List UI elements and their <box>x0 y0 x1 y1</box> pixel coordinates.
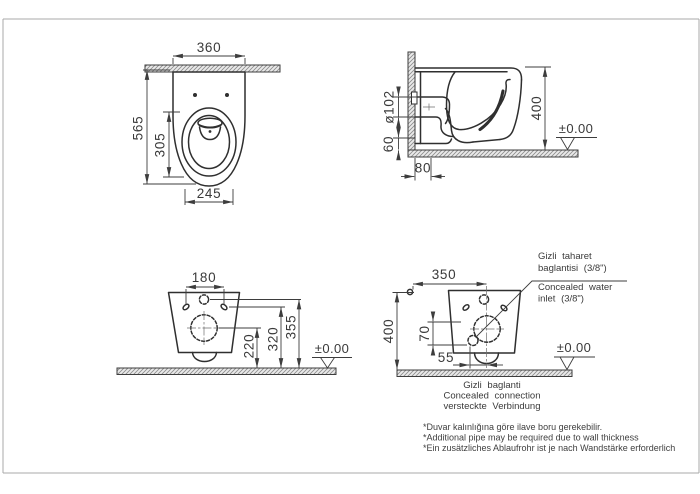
level-label-rear-left: ±0.00 <box>315 341 349 356</box>
level-label-rear-right: ±0.00 <box>557 340 591 355</box>
front-view: 360 565 305 245 <box>131 40 281 205</box>
rear-view-left: 180 220 320 355 ±0.00 <box>116 270 352 375</box>
fixing-hole-right-2 <box>500 304 508 312</box>
mounting-hole-left <box>193 93 197 97</box>
dim-inlet-offset-v: 70 <box>417 311 467 356</box>
dim-rear-height: 400 <box>381 292 414 370</box>
footnote-english: *Additional pipe may be required due to … <box>423 433 639 443</box>
dim-rear-width: 350 <box>412 267 487 290</box>
dim-side-height: 400 <box>525 66 551 150</box>
dim-drain-floor-offset: 60 <box>381 127 415 161</box>
level-label-side: ±0.00 <box>559 121 593 136</box>
drain-centerlines <box>187 311 221 345</box>
dim-label-80: 80 <box>415 161 431 176</box>
side-view: ø102 400 60 80 ±0.00 <box>381 51 597 181</box>
dim-front-height: 565 <box>131 69 196 185</box>
inlet-label-tr-line2: baglantisi (3/8") <box>538 263 607 274</box>
side-body-section <box>411 67 523 145</box>
inlet-label-tr-line1: Gizli taharet <box>538 251 592 262</box>
wall-bar <box>144 64 281 73</box>
connection-label-tr: Gizli baglanti <box>463 380 520 391</box>
dim-label-565: 565 <box>131 116 146 141</box>
dim-inlet-height: 355 <box>284 299 302 368</box>
rear-body-outline-2 <box>447 289 522 354</box>
floor-bar-rear-left <box>116 367 337 375</box>
dim-label-o102: ø102 <box>382 90 397 124</box>
dim-front-bottom: 245 <box>184 186 234 205</box>
fixing-hole-left <box>182 303 190 311</box>
trap-bump <box>191 351 218 363</box>
level-mark-rear-right: ±0.00 <box>554 340 595 371</box>
reference-point-circle <box>406 288 414 296</box>
footnote-turkish: *Duvar kalınlığına göre ilave boru gerek… <box>423 422 602 432</box>
dim-drain-diameter: ø102 <box>382 86 421 128</box>
dim-front-width: 360 <box>172 40 246 64</box>
footnotes: *Duvar kalınlığına göre ilave boru gerek… <box>423 422 675 453</box>
dim-label-220: 220 <box>242 334 257 359</box>
dim-inlet-offset-h: 55 <box>438 346 503 369</box>
fixing-bracket <box>411 91 418 105</box>
fixing-hole-left-2 <box>462 304 470 311</box>
rear-view-right: 350 400 70 55 ±0.00 <box>381 251 627 412</box>
front-body-outline <box>172 71 246 187</box>
level-mark-side: ±0.00 <box>556 121 597 151</box>
dim-front-bowl: 305 <box>153 111 184 178</box>
rim-inner-ellipse <box>187 114 231 170</box>
dim-label-320: 320 <box>266 327 281 352</box>
dim-label-400-side: 400 <box>529 96 544 121</box>
mounting-hole-right <box>225 93 229 97</box>
flush-spreader <box>197 117 223 141</box>
pipe-centerline <box>423 103 435 111</box>
dim-label-360: 360 <box>197 40 222 55</box>
water-inlet-circle <box>198 294 210 305</box>
dim-label-305: 305 <box>153 133 168 158</box>
dim-label-350: 350 <box>432 267 457 282</box>
inlet-label-en-line1: Concealed water <box>538 282 612 293</box>
dim-label-245: 245 <box>197 186 222 201</box>
connection-labels: Gizli baglanti Concealed connection vers… <box>443 380 540 412</box>
fixing-hole-right <box>220 303 228 311</box>
connection-label-de: versteckte Verbindung <box>443 401 540 412</box>
water-inlet-circle-2 <box>478 294 490 305</box>
floor-bar-rear-right <box>396 369 573 377</box>
connection-label-en: Concealed connection <box>443 391 540 402</box>
rear-left-extension-lines <box>210 299 301 329</box>
dim-label-355: 355 <box>284 315 299 340</box>
floor-bar-side <box>407 149 579 158</box>
level-mark-rear-left: ±0.00 <box>312 341 352 369</box>
bowl-inner-wall <box>478 89 505 132</box>
dim-wall-offset: 80 <box>401 158 445 181</box>
footnote-german: *Ein zusätzliches Ablaufrohr ist je nach… <box>423 443 675 453</box>
rim-outer-ellipse <box>181 107 237 177</box>
dim-label-70: 70 <box>417 325 432 341</box>
dim-label-55: 55 <box>438 350 454 365</box>
inlet-leader-line <box>475 280 627 338</box>
dim-hole-spacing: 180 <box>185 270 225 304</box>
page-border <box>2 18 700 474</box>
dim-label-60: 60 <box>381 136 396 152</box>
dim-label-400-rear: 400 <box>381 319 396 344</box>
concealed-inlet-circle <box>467 334 479 347</box>
inlet-label-en-line2: inlet (3/8") <box>538 294 584 305</box>
dim-label-180: 180 <box>192 270 217 285</box>
dim-drain-height: 220 <box>242 328 260 368</box>
dim-holes-height: 320 <box>266 307 284 368</box>
inlet-labels: Gizli taharet baglantisi (3/8") Conceale… <box>538 251 612 305</box>
